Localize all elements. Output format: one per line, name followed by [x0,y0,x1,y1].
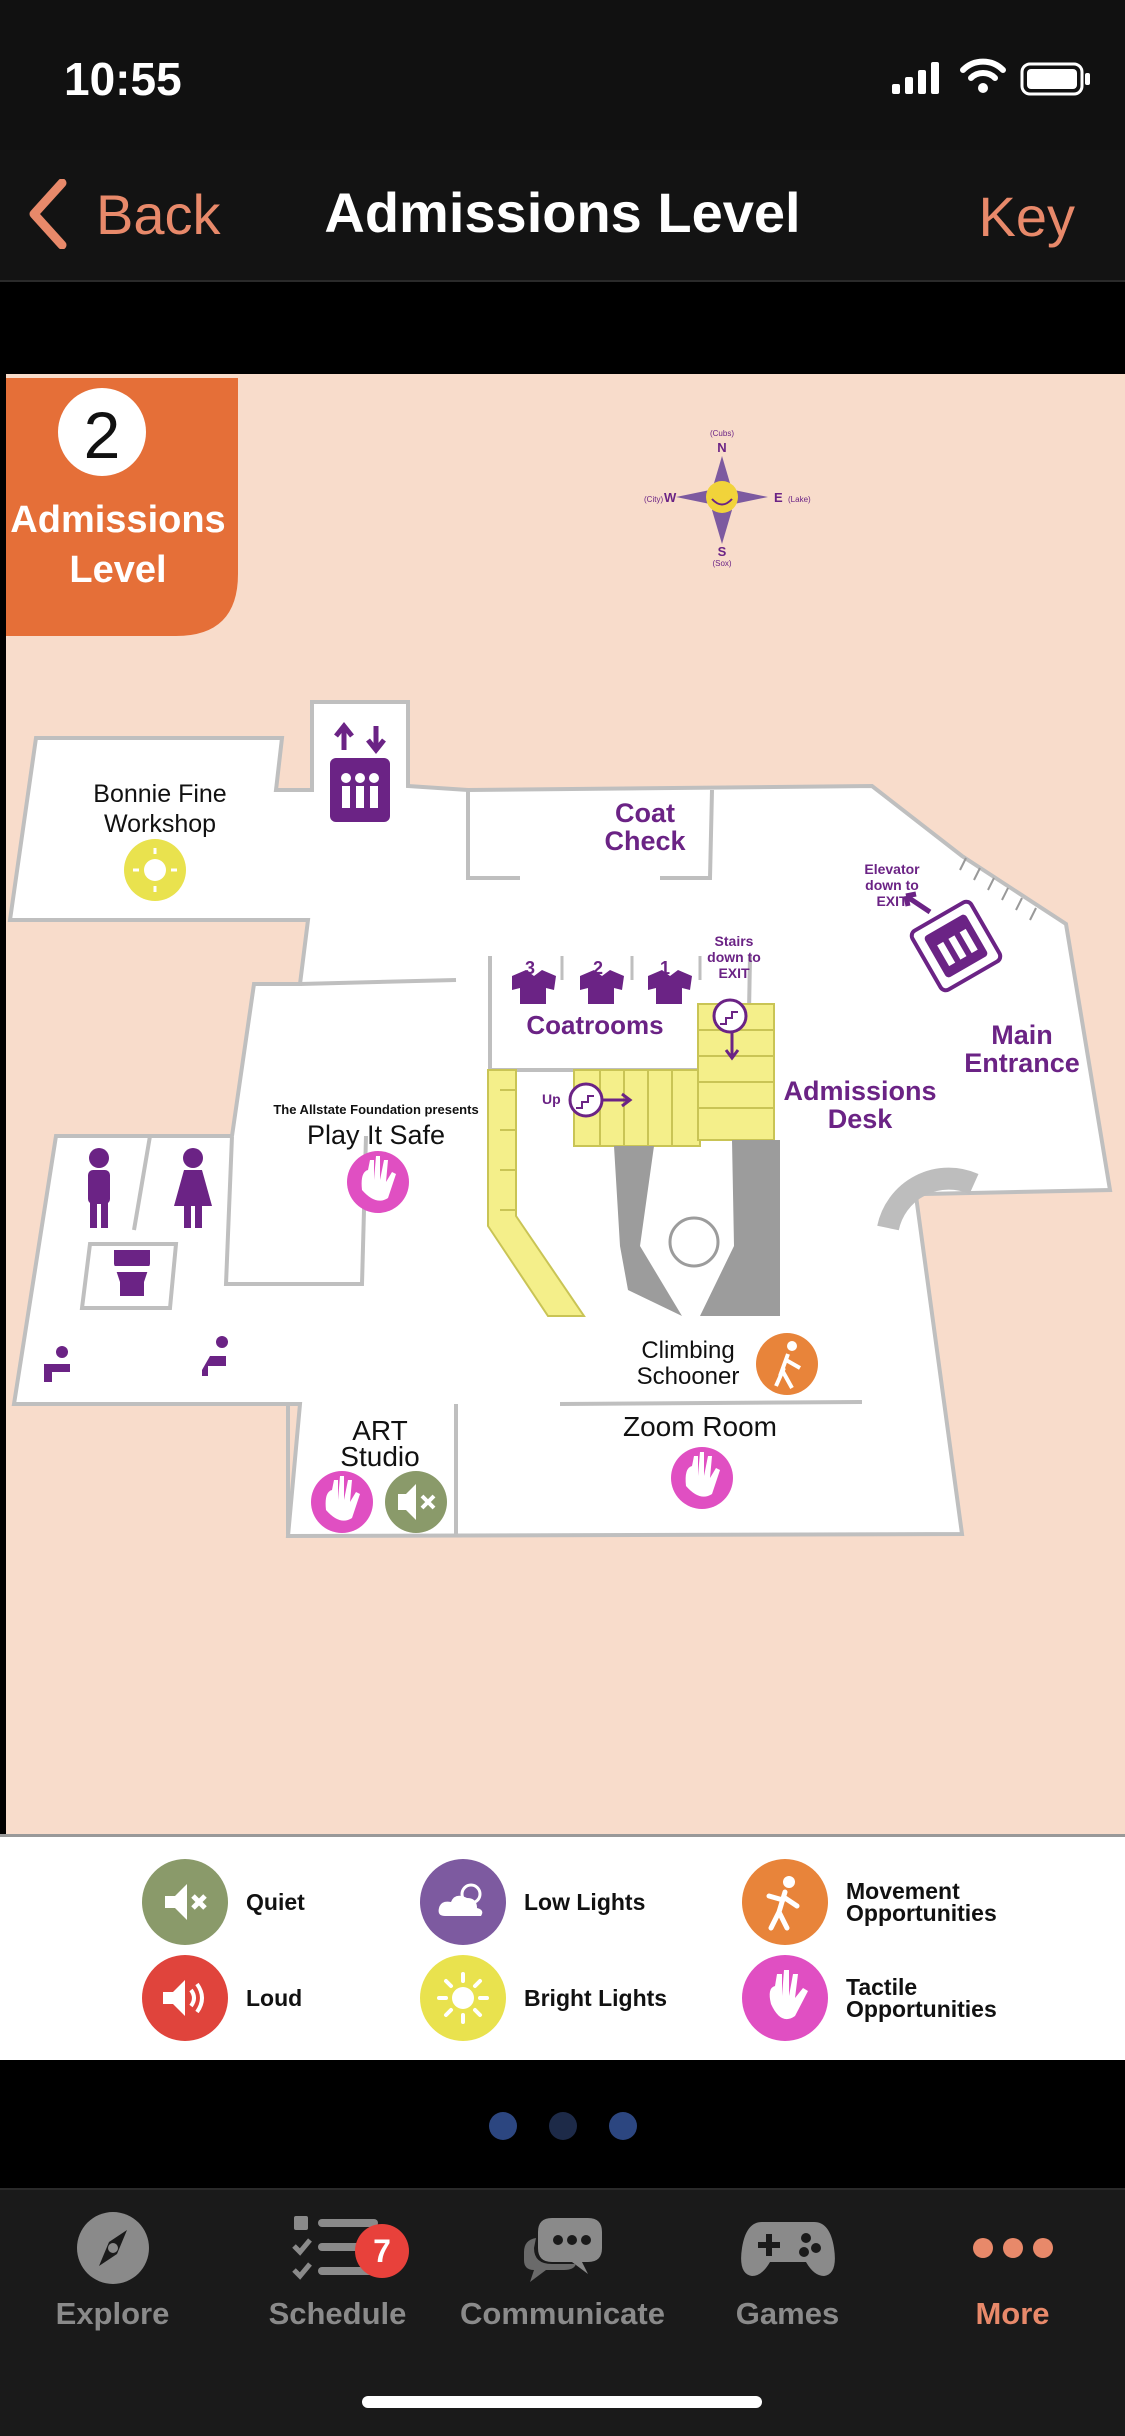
compass-rose: N S E W (Cubs) (Sox) (Lake) (City) [644,429,811,568]
page-title: Admissions Level [324,181,801,244]
tab-schedule[interactable]: Schedule 7 [225,2208,450,2332]
chat-bubbles-icon [523,2218,602,2282]
coat-icons [512,970,692,1004]
elevator-exit-line1: Elevator [864,861,920,877]
climbing-line1: Climbing [641,1337,734,1364]
legend-quiet: Quiet [142,1859,305,1945]
main-entrance-line1: Main [991,1020,1053,1050]
tactile-marker-art [311,1471,373,1533]
legend-bright-lights: Bright Lights [420,1955,667,2041]
tab-games[interactable]: Games [675,2208,900,2332]
tab-more[interactable]: More [900,2208,1125,2332]
cellular-signal-icon [892,62,939,94]
coatroom-num-1: 1 [660,958,670,978]
restroom-icons [88,1148,212,1296]
sun-icon [420,1955,506,2041]
battery-icon [1020,62,1090,96]
home-indicator [362,2396,762,2408]
level-name-line2: Level [69,549,166,591]
back-button[interactable]: Back [28,174,221,254]
wifi-icon [960,58,1006,93]
legend-low-lights: Low Lights [420,1859,645,1945]
level-name-line1: Admissions [10,499,225,541]
coatroom-num-2: 2 [593,958,603,978]
bonnie-fine-line2: Workshop [104,810,216,838]
more-dots-icon [972,2238,1053,2258]
chevron-left-icon [29,179,67,249]
tab-explore[interactable]: Explore [0,2208,225,2332]
speaker-loud-icon [142,1955,228,2041]
speaker-mute-icon [142,1859,228,1945]
legend-loud: Loud [142,1955,302,2041]
tab-bar: Explore Schedule 7 Communicate Games Mor… [0,2188,1125,2436]
zoom-room-label: Zoom Room [623,1411,777,1442]
coatroom-num-3: 3 [525,958,535,978]
stairs-exit-line3: EXIT [718,965,750,981]
movement-marker [756,1333,818,1395]
elevator-exit-line2: down to [865,877,919,893]
stairs-exit-line2: down to [707,949,761,965]
main-entrance-line2: Entrance [964,1048,1080,1078]
elevator-exit-line3: EXIT [876,893,908,909]
stairs-down-icon [712,998,748,1034]
elevator-exit-icon [909,899,1003,993]
page-dot-3[interactable] [608,2112,637,2140]
level-number: 2 [84,398,121,472]
key-button[interactable]: Key [978,185,1076,248]
person-moving-icon [742,1859,828,1945]
status-bar: 10:55 [0,0,1125,150]
navigation-bar: Back Admissions Level Key [0,150,1125,282]
page-indicator[interactable] [0,2112,1125,2140]
play-it-safe-sponsor: The Allstate Foundation presents [273,1102,478,1117]
quiet-marker-art [385,1471,447,1533]
gamepad-icon [740,2222,835,2276]
climbing-line2: Schooner [637,1363,740,1390]
compass-e: E [774,490,783,505]
tactile-marker [347,1151,409,1213]
admissions-desk-line2: Desk [828,1104,894,1134]
up-label: Up [542,1091,561,1107]
art-studio-line1: ART [352,1415,408,1446]
bonnie-fine-line1: Bonnie Fine [93,780,226,808]
stairs-up-icon [568,1082,604,1118]
coatrooms-label: Coatrooms [526,1010,663,1040]
compass-e-sub: (Lake) [788,495,811,504]
compass-w: W [664,490,677,505]
bright-lights-marker [124,839,186,901]
back-label: Back [96,182,221,246]
coat-check-line1: Coat [615,798,675,828]
page-dot-2[interactable] [548,2112,577,2140]
cloud-sun-icon [420,1859,506,1945]
stairs [487,1003,775,1317]
hand-icon [742,1955,828,2041]
stairs-exit-line1: Stairs [715,933,754,949]
floor-map[interactable]: 2 Admissions Level N S E W (Cubs) (Sox) … [0,374,1125,1834]
admissions-desk-line1: Admissions [783,1076,936,1106]
compass-icon [76,2212,149,2284]
page-dot-1[interactable] [488,2112,517,2140]
coat-check-line2: Check [604,826,686,856]
tab-communicate[interactable]: Communicate [450,2208,675,2332]
schedule-badge: 7 [355,2224,409,2278]
compass-s: S [718,544,727,559]
tactile-marker-zoom [671,1447,733,1509]
art-studio-line2: Studio [340,1441,419,1472]
elevator-icon [330,721,390,822]
compass-n: N [717,440,726,455]
compass-w-sub: (City) [644,495,663,504]
water-fountain-icons [44,1336,228,1382]
compass-s-sub: (Sox) [712,559,731,568]
play-it-safe-label: Play It Safe [307,1120,445,1150]
compass-n-sub: (Cubs) [710,429,734,438]
floor-plan [7,700,1113,1539]
status-time: 10:55 [64,53,182,105]
